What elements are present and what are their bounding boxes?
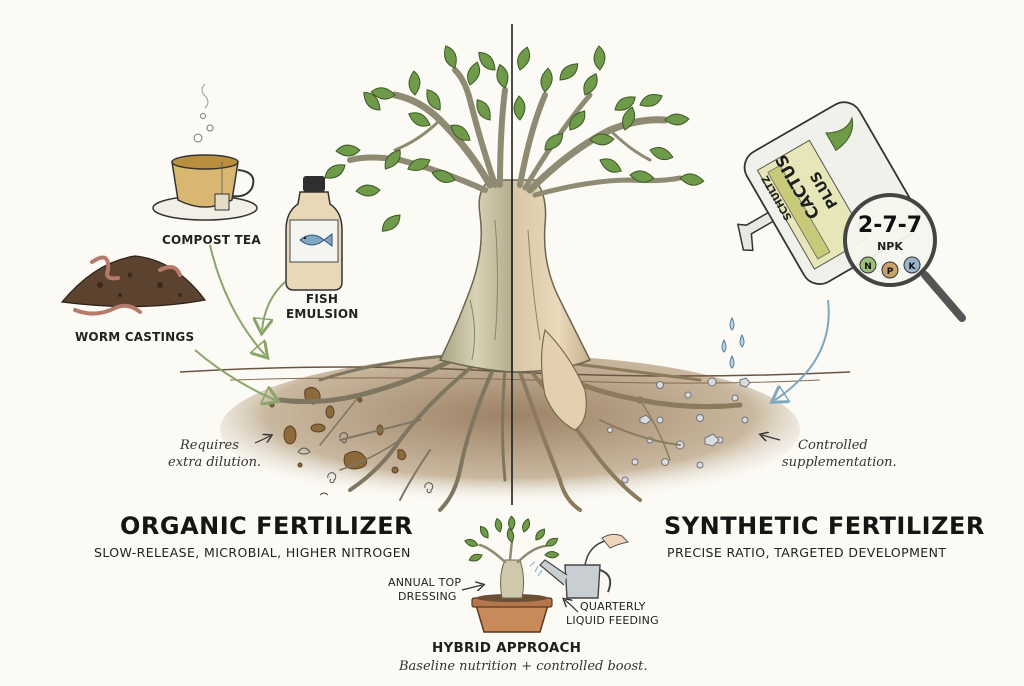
- organic-swirls: [297, 432, 434, 494]
- leaf: [639, 94, 663, 107]
- leaf: [569, 110, 586, 131]
- organic-note-line2: extra dilution.: [168, 455, 262, 470]
- organic-title: ORGANIC FERTILIZER: [120, 512, 414, 540]
- top-dressing-label-line1: ANNUAL TOP: [388, 576, 462, 589]
- synthetic-pellets: [607, 377, 751, 484]
- compost-tea-illustration: [152, 83, 258, 221]
- leaf: [478, 51, 496, 71]
- compost-tea-label: COMPOST TEA: [162, 233, 261, 247]
- leaf: [589, 133, 615, 146]
- leaf: [363, 91, 381, 111]
- leaf: [431, 169, 456, 183]
- worm-castings-illustration: [60, 255, 207, 316]
- leaf: [468, 553, 483, 562]
- liquid-feeding-label-line1: QUARTERLY: [580, 600, 646, 613]
- npk-ratio: 2-7-7: [858, 213, 922, 238]
- top-dressing-label-line2: DRESSING: [398, 590, 457, 603]
- leaf: [649, 147, 674, 161]
- leaf: [593, 45, 606, 71]
- hybrid-tagline: Baseline nutrition + controlled boost.: [399, 659, 648, 674]
- leaf: [426, 89, 441, 111]
- organic-note-line1: Requires: [180, 438, 239, 453]
- hybrid-title: HYBRID APPROACH: [432, 640, 582, 656]
- fish-emulsion-illustration: [285, 176, 343, 291]
- leaf: [508, 515, 516, 531]
- organic-arrows: [194, 244, 286, 400]
- synthetic-arrow: [775, 299, 830, 400]
- npk-n: N: [864, 262, 872, 272]
- leaf: [464, 538, 479, 547]
- leaf: [335, 144, 361, 157]
- worm-castings-label: WORM CASTINGS: [75, 330, 195, 344]
- leaf: [522, 518, 531, 533]
- leaf: [496, 63, 509, 89]
- leaf: [614, 96, 636, 111]
- leaf: [450, 124, 471, 141]
- hybrid-bonsai-illustration: [471, 538, 553, 633]
- liquid-feeding-label-line2: LIQUID FEEDING: [566, 614, 659, 627]
- leaf: [629, 170, 655, 183]
- leaf: [622, 106, 636, 131]
- npk-badges: [859, 256, 921, 279]
- tree-roots: [277, 347, 743, 512]
- leaf: [408, 70, 421, 96]
- leaf: [599, 158, 622, 173]
- hybrid-arrows: [461, 585, 579, 613]
- leaf: [324, 164, 346, 179]
- synthetic-title: SYNTHETIC FERTILIZER: [664, 512, 985, 540]
- synthetic-note-line2: supplementation.: [782, 455, 897, 470]
- leaf: [408, 112, 431, 127]
- leaf: [407, 158, 431, 171]
- tree-canopy-leaves: [324, 45, 705, 232]
- leaf: [583, 73, 598, 96]
- npk-p: P: [887, 267, 894, 277]
- fish-emulsion-label-line2: EMULSION: [286, 307, 359, 321]
- leaf: [679, 173, 705, 186]
- leaf: [381, 214, 401, 232]
- leaf: [506, 527, 515, 543]
- leaf: [370, 87, 396, 100]
- leaf: [664, 113, 690, 126]
- leaf: [544, 133, 564, 151]
- leaf: [467, 61, 481, 86]
- leaf: [544, 551, 560, 559]
- leaf: [476, 99, 491, 121]
- tree-trunk: [438, 179, 592, 431]
- note-arrows: [254, 435, 781, 444]
- leaf: [513, 95, 526, 121]
- bonsai-leaves: [464, 515, 560, 562]
- synthetic-note-line1: Controlled: [798, 438, 868, 453]
- leaf: [494, 517, 503, 533]
- tree-branches: [347, 67, 683, 198]
- leaf: [540, 67, 553, 93]
- leaf: [444, 45, 457, 69]
- leaf: [384, 149, 401, 170]
- fertilizer-drops: [721, 316, 745, 369]
- synthetic-subtitle: PRECISE RATIO, TARGETED DEVELOPMENT: [667, 545, 947, 560]
- organic-subtitle: SLOW-RELEASE, MICROBIAL, HIGHER NITROGEN: [94, 545, 411, 560]
- leaf: [517, 46, 531, 71]
- soil-bed: [179, 355, 851, 505]
- npk-k: K: [909, 262, 917, 272]
- leaf: [559, 63, 579, 81]
- npk-label: NPK: [877, 240, 903, 253]
- leaf: [535, 528, 546, 541]
- leaf: [479, 525, 489, 539]
- leaf: [545, 537, 559, 547]
- fish-emulsion-label-line1: FISH: [305, 292, 339, 306]
- leaf: [355, 184, 381, 197]
- watering-can-illustration: [529, 533, 630, 599]
